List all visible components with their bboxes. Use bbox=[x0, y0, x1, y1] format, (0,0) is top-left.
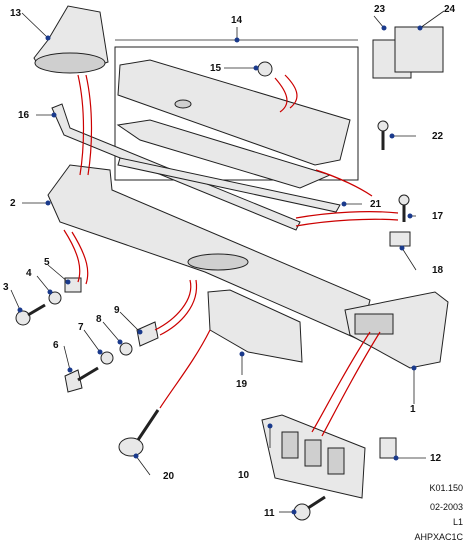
callout-20: 20 bbox=[163, 471, 175, 482]
callout-6: 6 bbox=[53, 340, 59, 351]
callout-11: 11 bbox=[264, 508, 275, 519]
part-15-fastener bbox=[257, 61, 273, 77]
callout-7: 7 bbox=[78, 322, 84, 333]
part-1-end-piece bbox=[344, 291, 449, 369]
part-1-switch-opening bbox=[354, 313, 394, 335]
callout-18: 18 bbox=[432, 265, 444, 276]
callout-8: 8 bbox=[96, 314, 102, 325]
part-6-bolt-head bbox=[64, 369, 83, 393]
callout-3: 3 bbox=[3, 282, 9, 293]
part-7-washer bbox=[100, 351, 114, 365]
callout-24: 24 bbox=[444, 4, 456, 15]
part-14-lower-panel bbox=[116, 119, 332, 189]
callout-9: 9 bbox=[114, 305, 120, 316]
callout-12: 12 bbox=[430, 453, 442, 464]
part-14-top-panel bbox=[117, 59, 351, 166]
part-11-screw-shaft bbox=[307, 495, 326, 510]
part-14-hole bbox=[174, 99, 192, 109]
callout-2: 2 bbox=[10, 198, 16, 209]
callout-17: 17 bbox=[432, 211, 444, 222]
callout-1: 1 bbox=[410, 404, 416, 415]
part-16-strip bbox=[51, 103, 301, 231]
part-9-bush bbox=[136, 321, 159, 347]
callout-21: 21 bbox=[370, 199, 382, 210]
callout-15: 15 bbox=[210, 63, 222, 74]
callout-16: 16 bbox=[18, 110, 30, 121]
part-14-frame bbox=[114, 46, 359, 181]
callout-22: 22 bbox=[432, 131, 444, 142]
assembly-lines bbox=[63, 74, 399, 437]
part-8-washer bbox=[119, 342, 133, 356]
callout-13: 13 bbox=[10, 8, 22, 19]
callout-23: 23 bbox=[374, 4, 386, 15]
part-22-screw-head bbox=[377, 120, 389, 132]
part-17-screw-head bbox=[398, 194, 410, 206]
part-10-switch-a bbox=[281, 431, 299, 459]
part-13-base bbox=[34, 52, 106, 74]
reference-date: 02-2003 bbox=[429, 502, 463, 512]
part-20-knob-shaft bbox=[136, 409, 160, 441]
reference-code: K01.150 bbox=[429, 483, 463, 493]
callout-4: 4 bbox=[26, 268, 32, 279]
part-2-fascia bbox=[47, 164, 371, 341]
part-12-clip bbox=[379, 437, 397, 459]
part-18-clip bbox=[389, 231, 411, 247]
part-3-screw-shaft bbox=[27, 303, 46, 317]
part-20-knob bbox=[118, 437, 144, 457]
callout-dots bbox=[17, 25, 423, 515]
part-6-bolt-shaft bbox=[77, 366, 99, 382]
callout-10: 10 bbox=[238, 470, 250, 481]
part-10-switch-c bbox=[327, 447, 345, 475]
part-2-slot bbox=[187, 253, 249, 271]
reference-level: L1 bbox=[452, 517, 463, 527]
callout-19: 19 bbox=[236, 379, 248, 390]
part-3-screw-head bbox=[15, 310, 31, 326]
part-10-switch-b bbox=[304, 439, 322, 467]
part-24-bezel bbox=[394, 26, 444, 73]
part-4-washer bbox=[48, 291, 62, 305]
part-21-strip bbox=[117, 157, 341, 213]
callout-5: 5 bbox=[44, 257, 50, 268]
reference-drawing-id: AHPXAC1C bbox=[414, 532, 463, 542]
callout-14: 14 bbox=[231, 15, 243, 26]
